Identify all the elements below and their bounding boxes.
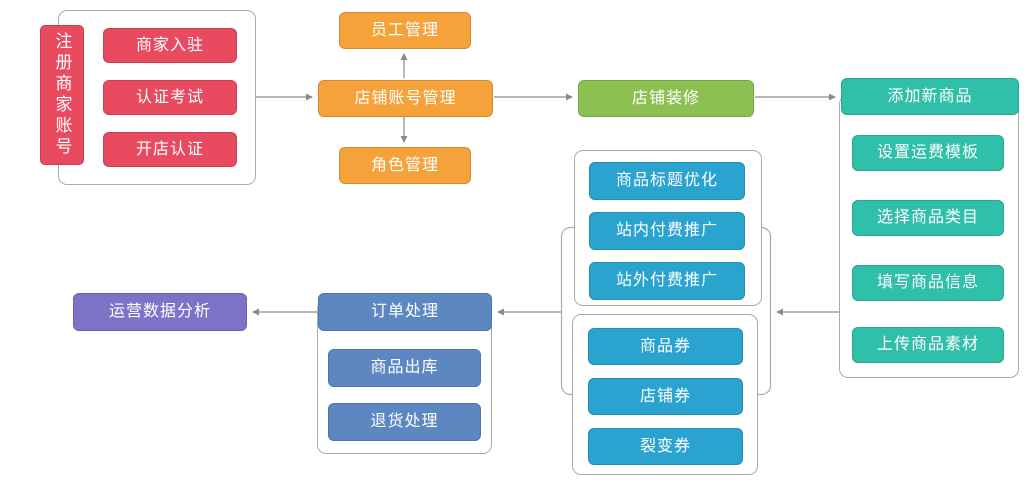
node-order-processing: 订单处理	[318, 293, 492, 331]
node-open-shop-certification: 开店认证	[103, 132, 237, 167]
node-shop-account-management: 店铺账号管理	[318, 80, 493, 117]
node-select-product-category: 选择商品类目	[852, 200, 1004, 236]
node-product-outbound: 商品出库	[328, 349, 481, 387]
node-offsite-paid-promotion: 站外付费推广	[589, 262, 745, 300]
node-onsite-paid-promotion: 站内付费推广	[589, 212, 745, 250]
node-add-new-product: 添加新商品	[841, 78, 1019, 115]
node-merchant-entry: 商家入驻	[103, 28, 237, 63]
node-fission-coupon: 裂变券	[588, 428, 743, 465]
node-product-coupon: 商品券	[588, 328, 743, 365]
node-shop-decoration: 店铺装修	[578, 80, 754, 117]
node-certification-exam: 认证考试	[103, 80, 237, 115]
node-shop-coupon: 店铺券	[588, 378, 743, 415]
node-upload-product-materials: 上传商品素材	[852, 327, 1004, 363]
node-set-shipping-template: 设置运费模板	[852, 135, 1004, 171]
node-fill-product-info: 填写商品信息	[852, 265, 1004, 301]
node-operation-data-analysis: 运营数据分析	[73, 293, 247, 331]
node-title-optimization: 商品标题优化	[589, 162, 745, 200]
node-register-merchant-account: 注册商家账号	[40, 25, 84, 165]
node-employee-management: 员工管理	[339, 12, 471, 49]
node-role-management: 角色管理	[339, 147, 471, 184]
node-return-processing: 退货处理	[328, 403, 481, 441]
